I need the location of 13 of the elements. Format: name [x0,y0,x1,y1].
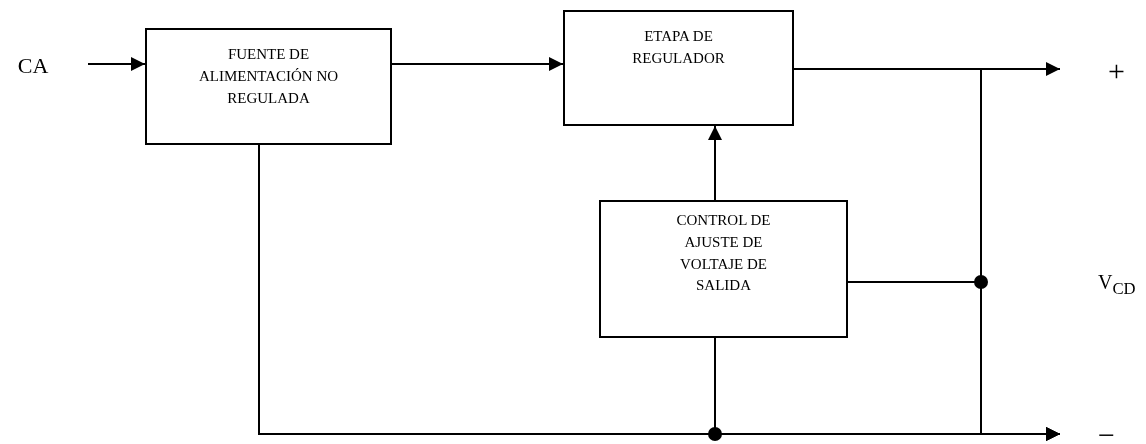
box-label: FUENTE DE ALIMENTACIÓN NO REGULADA [197,45,340,108]
connector-arrow [391,57,564,71]
process-box [563,10,794,126]
process-box [599,200,848,338]
connector-arrow [708,125,722,201]
box-label: ETAPA DE REGULADOR [631,27,726,68]
minus-sign: − [1098,420,1115,444]
voltage-label: V$_{CD}$ [1098,272,1136,298]
process-box [145,28,392,145]
box-label: CONTROL DE AJUSTE DE VOLTAJE DE SALIDA [675,211,772,296]
plus-sign: + [1108,56,1125,86]
input-label: CA [17,52,49,80]
connector-arrow [87,57,146,71]
